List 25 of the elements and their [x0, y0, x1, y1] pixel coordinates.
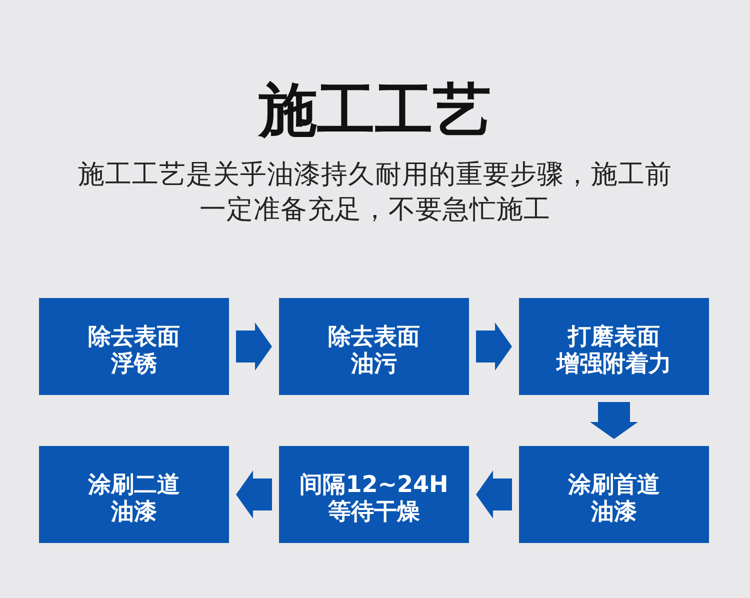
- step-text: 油漆: [591, 498, 637, 526]
- step-text: 涂刷首道: [568, 472, 660, 498]
- process-box: [279, 298, 469, 395]
- arrow: [236, 322, 272, 370]
- arrow: [476, 322, 512, 370]
- process-box: [519, 446, 709, 543]
- step-text: 等待干燥: [328, 498, 420, 526]
- step-text: 除去表面: [88, 324, 180, 350]
- step-text: 涂刷二道: [88, 472, 180, 498]
- arrow: [476, 470, 512, 518]
- subtitle: 施工工艺是关乎油漆持久耐用的重要步骤，施工前一定准备充足，不要急忙施工: [77, 158, 673, 227]
- process-box: [519, 298, 709, 395]
- step-text: 油污: [351, 350, 397, 378]
- process-box: [39, 298, 229, 395]
- process-box: [279, 446, 469, 543]
- process-box: [39, 446, 229, 543]
- arrow: [590, 402, 638, 439]
- arrow: [236, 470, 272, 518]
- step-text: 打磨表面: [568, 324, 660, 350]
- step-text: 浮锈: [111, 350, 157, 378]
- step-text: 除去表面: [328, 324, 420, 350]
- step-text: 增强附着力: [556, 350, 672, 378]
- step-text: 间隔12~24H: [300, 472, 448, 498]
- title: 施工工艺: [256, 75, 492, 145]
- step-text: 油漆: [111, 498, 157, 526]
